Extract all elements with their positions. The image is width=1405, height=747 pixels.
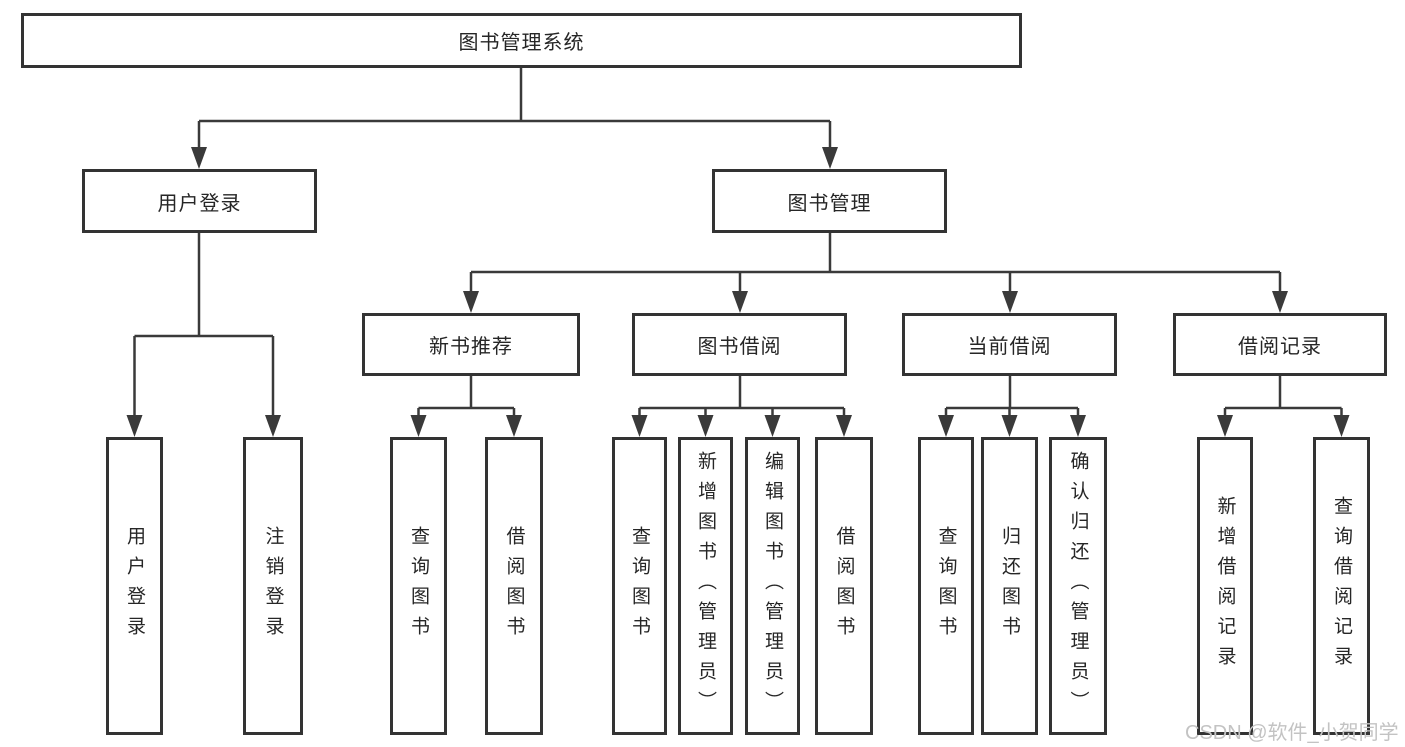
connector-current-borrowing-to-leaves — [944, 376, 1080, 416]
leaf-confirm-return-admin: 确认归还（管理员） — [1049, 437, 1107, 735]
leaf-return-books-label: 归还图书 — [999, 526, 1020, 646]
node-book-management-label: 图书管理 — [787, 192, 872, 215]
connector-user-login-to-leaves — [133, 233, 275, 416]
leaf-borrowing-query-books: 查询图书 — [612, 437, 667, 735]
leaf-user-login: 用户登录 — [106, 437, 163, 735]
connector-new-book-to-leaves — [417, 376, 516, 416]
arrowheads — [126, 147, 1350, 437]
node-library-system: 图书管理系统 — [21, 13, 1022, 68]
leaf-user-login-label: 用户登录 — [124, 526, 145, 646]
node-library-system-label: 图书管理系统 — [458, 32, 585, 54]
node-book-management: 图书管理 — [712, 169, 947, 233]
node-borrowing-records: 借阅记录 — [1173, 313, 1387, 376]
node-borrowing-records-label: 借阅记录 — [1238, 336, 1322, 358]
leaf-add-books-admin-label: 新增图书（管理员） — [695, 451, 716, 721]
leaf-logout: 注销登录 — [243, 437, 303, 735]
leaf-current-query-books-label: 查询图书 — [935, 526, 957, 646]
leaf-add-borrow-record: 新增借阅记录 — [1197, 437, 1253, 735]
leaf-recommend-borrow-books-label: 借阅图书 — [503, 526, 525, 646]
connector-root-to-level1 — [197, 68, 832, 148]
leaf-query-borrow-record-label: 查询借阅记录 — [1331, 496, 1352, 676]
leaf-add-books-admin: 新增图书（管理员） — [678, 437, 733, 735]
node-current-borrowing-label: 当前借阅 — [967, 336, 1052, 358]
csdn-watermark: CSDN @软件_小贺同学 — [1185, 722, 1399, 744]
node-book-borrowing-label: 图书借阅 — [697, 336, 782, 358]
leaf-confirm-return-admin-label: 确认归还（管理员） — [1067, 451, 1089, 721]
node-user-login-label: 用户登录 — [157, 192, 242, 215]
leaf-return-books: 归还图书 — [981, 437, 1038, 735]
leaf-recommend-borrow-books: 借阅图书 — [485, 437, 543, 735]
leaf-recommend-query-books-label: 查询图书 — [408, 526, 429, 646]
connector-borrowing-records-to-leaves — [1223, 376, 1343, 416]
leaf-borrow-books: 借阅图书 — [815, 437, 873, 735]
leaf-borrow-books-label: 借阅图书 — [833, 526, 855, 646]
leaf-edit-books-admin: 编辑图书（管理员） — [745, 437, 800, 735]
leaf-query-borrow-record: 查询借阅记录 — [1313, 437, 1370, 735]
leaf-borrowing-query-books-label: 查询图书 — [629, 526, 650, 646]
leaf-logout-label: 注销登录 — [262, 526, 284, 646]
node-user-login: 用户登录 — [82, 169, 317, 233]
connector-book-management-to-groups — [469, 233, 1282, 292]
node-new-book-recommendation-label: 新书推荐 — [429, 336, 513, 358]
leaf-add-borrow-record-label: 新增借阅记录 — [1214, 496, 1236, 676]
node-book-borrowing: 图书借阅 — [632, 313, 847, 376]
node-new-book-recommendation: 新书推荐 — [362, 313, 580, 376]
leaf-recommend-query-books: 查询图书 — [390, 437, 447, 735]
leaf-current-query-books: 查询图书 — [918, 437, 974, 735]
node-current-borrowing: 当前借阅 — [902, 313, 1117, 376]
connector-book-borrowing-to-leaves — [638, 376, 846, 416]
leaf-edit-books-admin-label: 编辑图书（管理员） — [762, 451, 783, 721]
